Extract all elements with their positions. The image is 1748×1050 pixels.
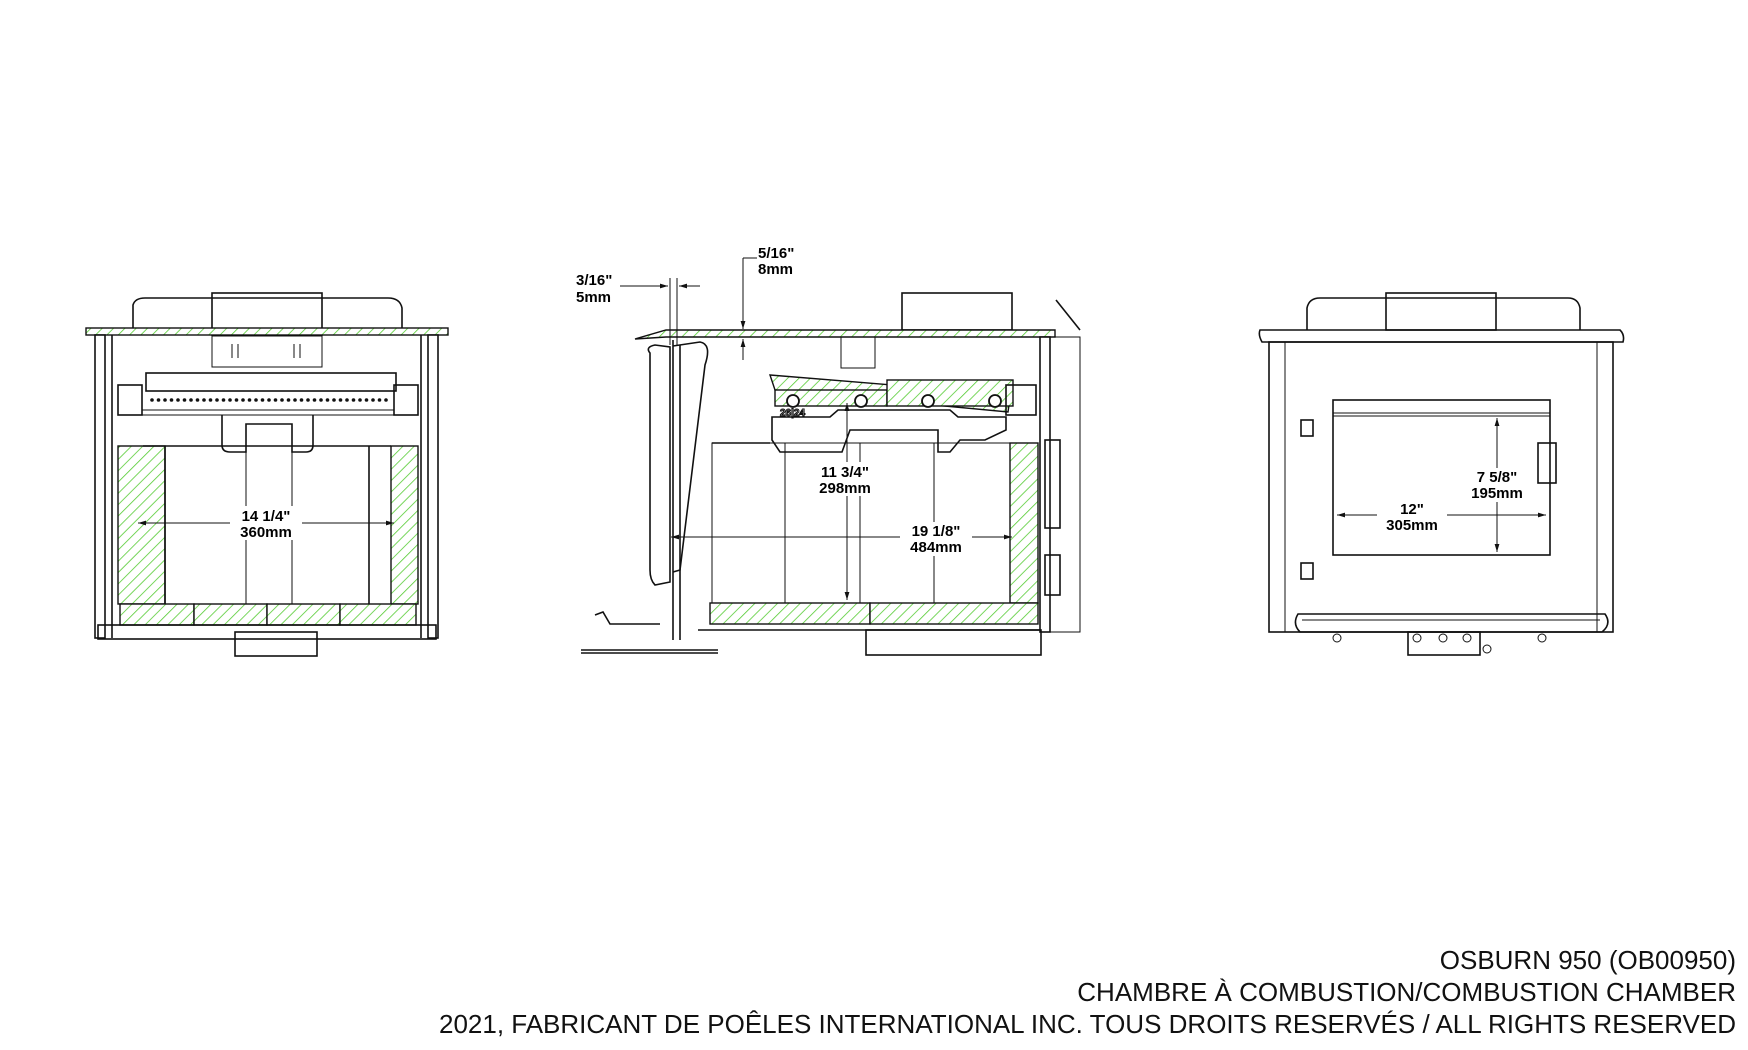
air-hole (241, 398, 245, 402)
air-hole (319, 398, 323, 402)
air-hole (358, 398, 362, 402)
air-hole (234, 398, 239, 402)
air-hole (260, 398, 265, 402)
rear-height-imperial: 7 5/8" (1477, 469, 1517, 486)
air-tube-holes (150, 398, 388, 402)
side-height-metric: 298mm (819, 480, 871, 497)
title-description: CHAMBRE À COMBUSTION/COMBUSTION CHAMBER (1077, 977, 1736, 1007)
air-hole (208, 398, 213, 402)
air-hole (228, 398, 232, 402)
air-hole (377, 398, 382, 402)
air-hole (163, 398, 167, 402)
side-depth-imperial: 19 1/8" (912, 523, 961, 540)
air-hole (286, 398, 291, 402)
side-top-imperial: 5/16" (758, 245, 794, 262)
front-width-imperial: 14 1/4" (242, 508, 291, 525)
air-hole (267, 398, 271, 402)
air-hole (332, 398, 336, 402)
air-hole (247, 398, 252, 402)
air-hole (364, 398, 369, 402)
air-tube-hole (988, 394, 1002, 408)
air-hole (384, 398, 388, 402)
side-height-imperial: 11 3/4" (821, 464, 869, 481)
air-hole (351, 398, 356, 402)
air-hole (215, 398, 219, 402)
title-model: OSBURN 950 (OB00950) (1439, 945, 1736, 975)
rear-width-imperial: 12" (1400, 501, 1424, 518)
air-hole (195, 398, 200, 402)
rear-width-metric: 305mm (1386, 517, 1438, 534)
side-gap-imperial: 3/16" (576, 272, 612, 289)
rear-height-metric: 195mm (1471, 485, 1523, 502)
air-hole (312, 398, 317, 402)
air-hole (293, 398, 297, 402)
side-view: 26|24 11 3/4" 298mm 19 1/8" 484mm 3/16" … (576, 245, 1081, 656)
side-depth-metric: 484mm (910, 539, 962, 556)
title-block: OSBURN 950 (OB00950) CHAMBRE À COMBUSTIO… (439, 944, 1736, 1040)
air-hole (182, 398, 187, 402)
air-hole (345, 398, 349, 402)
secondary-air-holes (786, 394, 1002, 408)
air-hole (176, 398, 180, 402)
air-hole (273, 398, 278, 402)
air-tube-hole (921, 394, 935, 408)
air-hole (306, 398, 310, 402)
title-copyright: 2021, FABRICANT DE POÊLES INTERNATIONAL … (438, 1009, 1736, 1039)
side-gap-metric: 5mm (576, 289, 611, 306)
air-hole (280, 398, 284, 402)
air-hole (338, 398, 343, 402)
side-top-metric: 8mm (758, 261, 793, 278)
air-hole (156, 398, 161, 402)
front-view: 14 1/4" 360mm (85, 292, 449, 657)
air-tube-hole (854, 394, 868, 408)
air-hole (150, 398, 154, 402)
front-width-metric: 360mm (240, 524, 292, 541)
air-hole (189, 398, 193, 402)
air-hole (202, 398, 206, 402)
air-hole (325, 398, 330, 402)
air-hole (169, 398, 174, 402)
air-hole (299, 398, 304, 402)
air-tube-hole (786, 394, 800, 408)
air-hole (371, 398, 375, 402)
air-hole (221, 398, 226, 402)
air-hole (254, 398, 258, 402)
rear-view: 12" 305mm 7 5/8" 195mm (1258, 292, 1625, 656)
